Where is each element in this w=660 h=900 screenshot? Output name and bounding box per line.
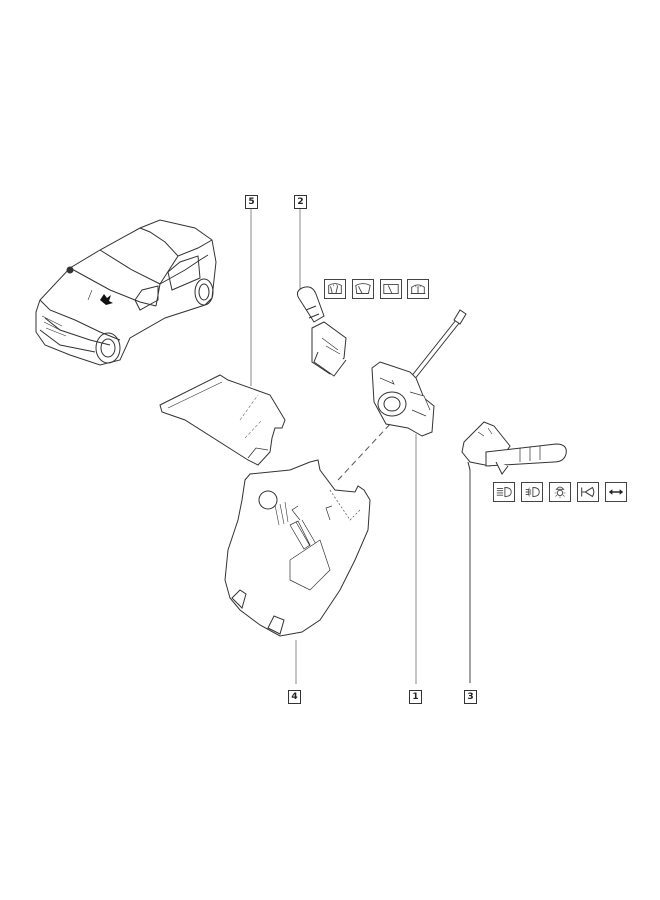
lower-shroud-illustration <box>224 459 371 637</box>
callout-4: 4 <box>288 690 301 704</box>
vehicle-locator-illustration <box>35 219 217 366</box>
rear-wiper-icon <box>380 279 402 299</box>
interior-light-icon <box>549 482 571 502</box>
lighting-stalk-illustration <box>461 421 567 475</box>
front-wiper-icon <box>352 279 374 299</box>
indicator-arrows-icon <box>605 482 627 502</box>
callout-5: 5 <box>245 195 258 209</box>
rear-wiper-wash-icon <box>407 279 429 299</box>
horn-icon <box>577 482 599 502</box>
rotary-contact-illustration <box>371 309 467 437</box>
callout-3: 3 <box>464 690 477 704</box>
fog-light-icon <box>521 482 543 502</box>
headlight-high-beam-icon <box>493 482 515 502</box>
callout-1: 1 <box>409 690 422 704</box>
upper-shroud-illustration <box>159 374 286 466</box>
wiper-stalk-illustration <box>296 286 347 377</box>
leader-lines <box>250 208 471 684</box>
front-wiper-wash-icon <box>324 279 346 299</box>
callout-2: 2 <box>294 195 307 209</box>
assembly-axis-line <box>337 421 393 481</box>
